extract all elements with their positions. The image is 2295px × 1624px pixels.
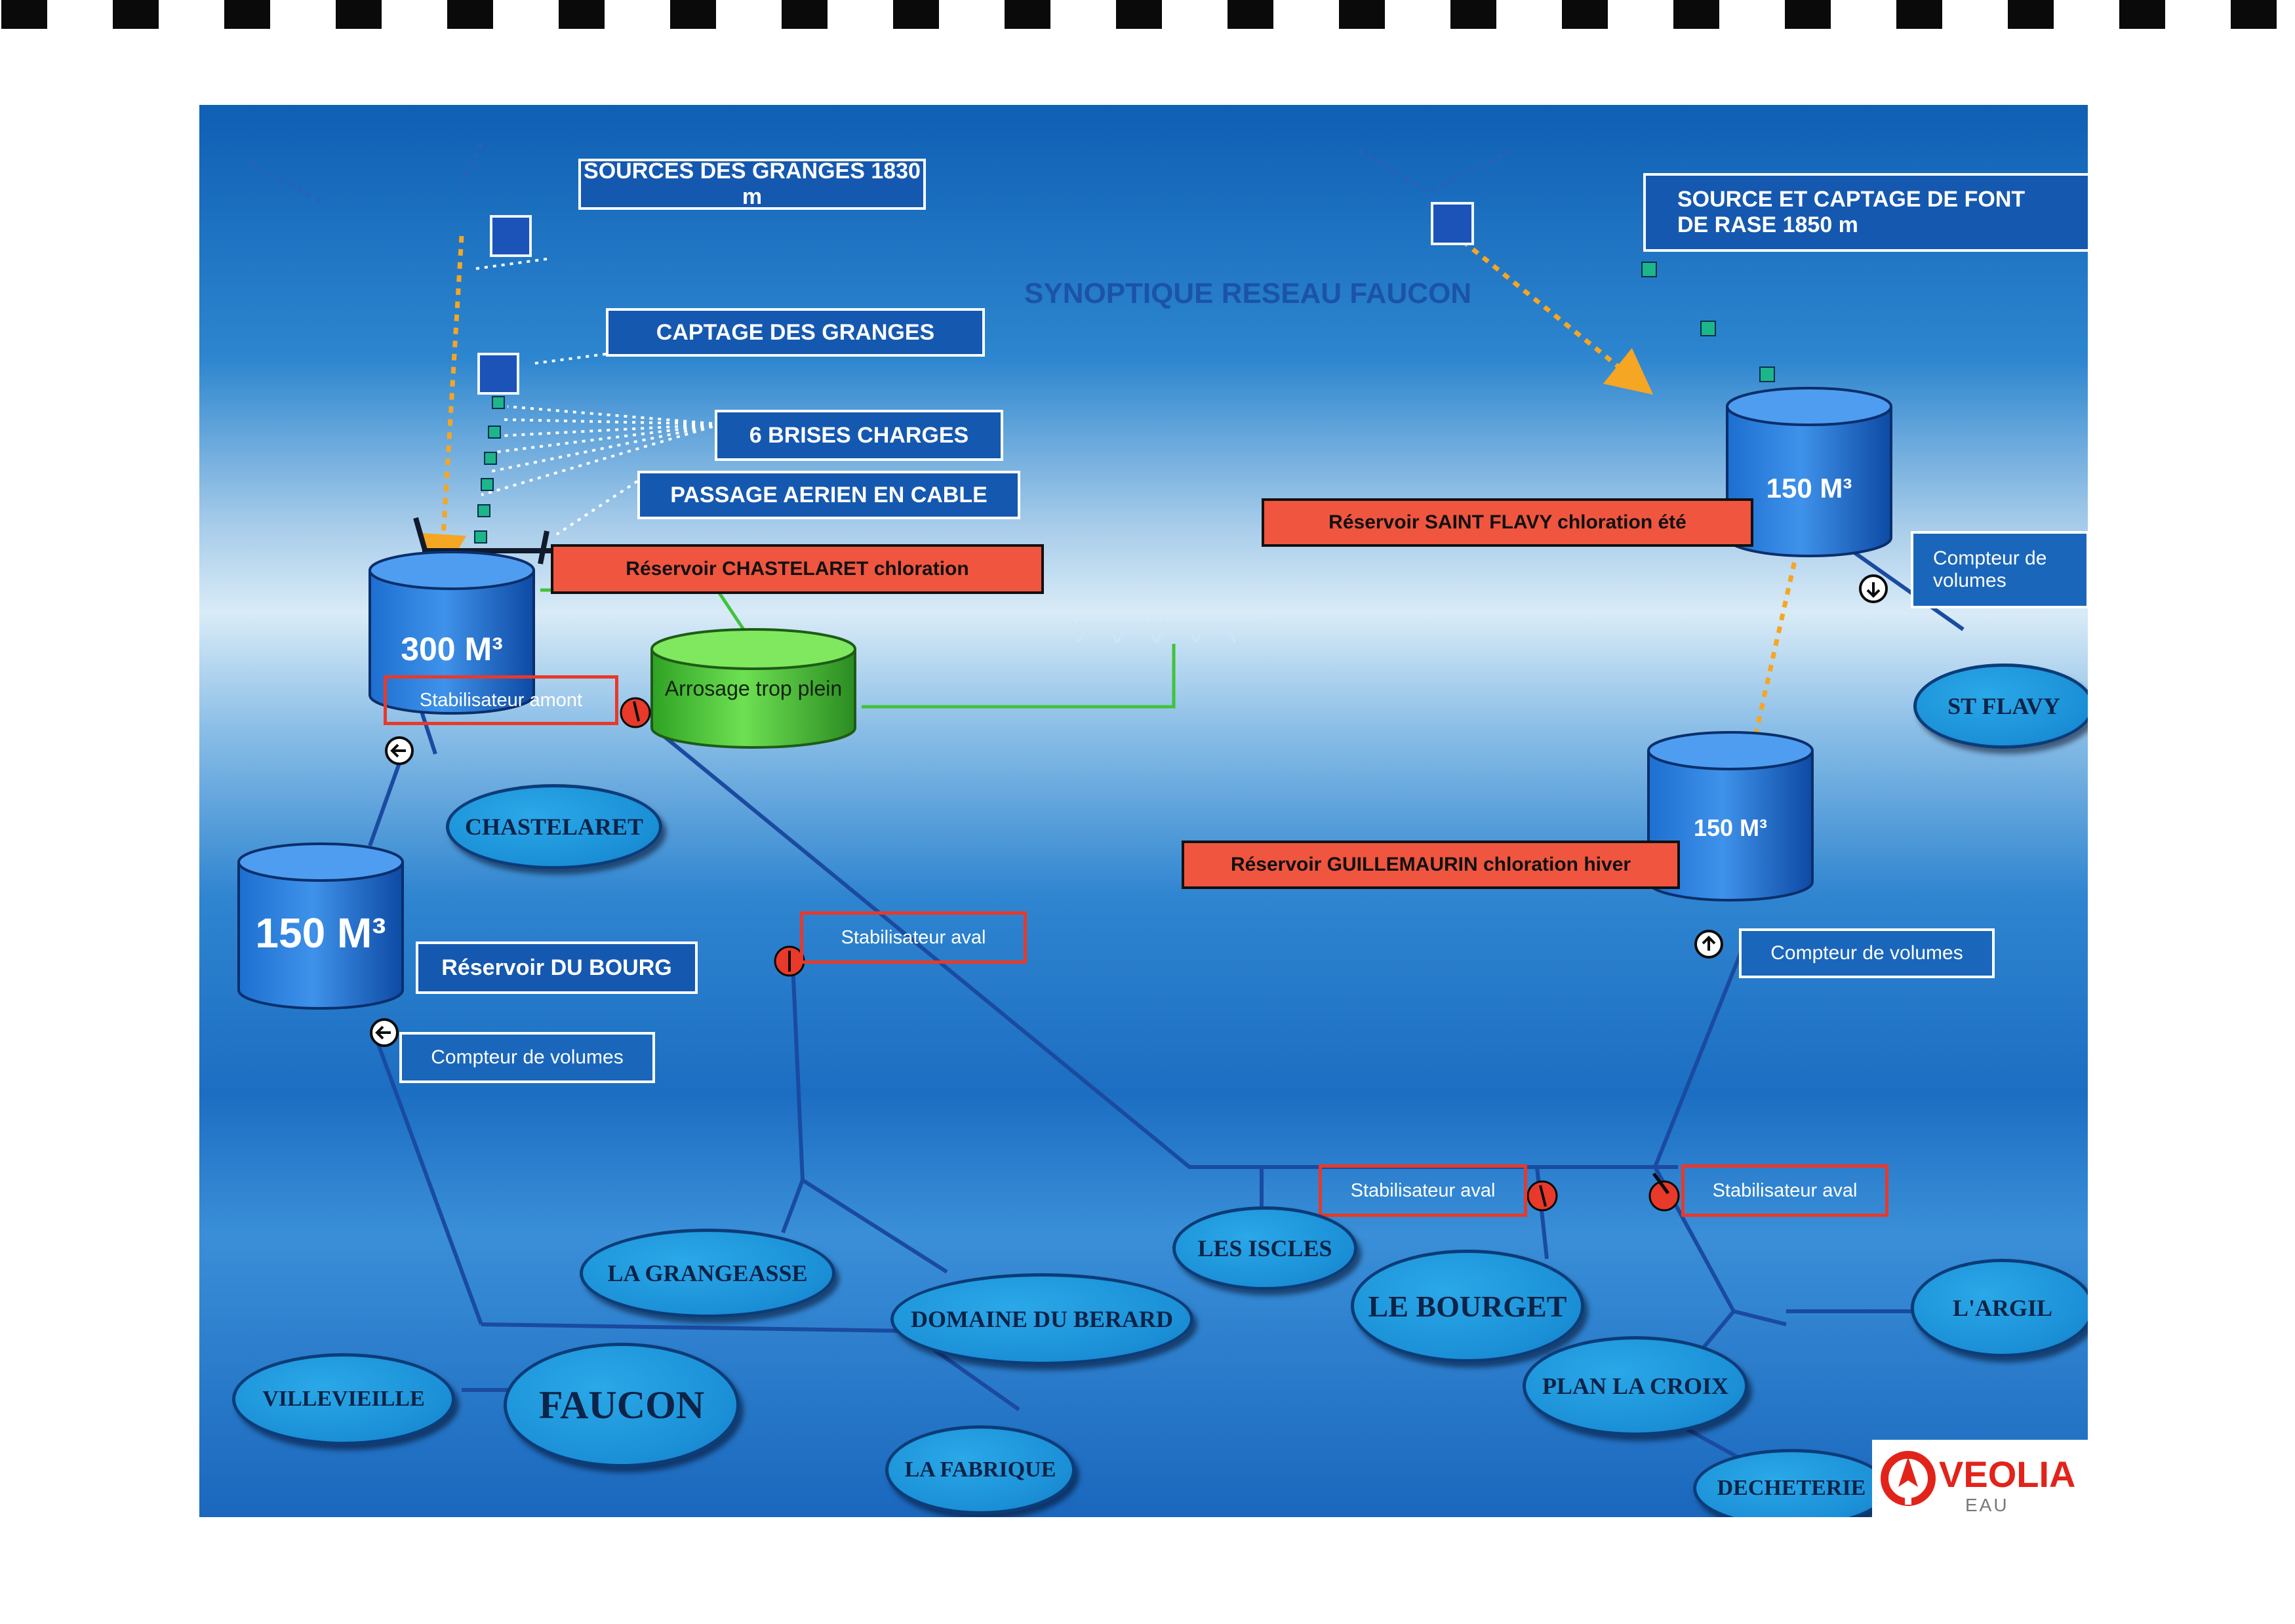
binding-hole: [1896, 0, 1942, 29]
place-plan-la-croix: PLAN LA CROIX: [1523, 1336, 1748, 1436]
tank-bourg: [237, 842, 404, 1010]
place-st-flavy: ST FLAVY: [1913, 663, 2088, 749]
binding-hole: [447, 0, 493, 29]
label-source-font-rase: SOURCE ET CAPTAGE DE FONT DE RASE 1850 m: [1643, 173, 2088, 252]
place-decheterie: DECHETERIE: [1693, 1449, 1890, 1517]
place-domaine-du-berard: DOMAINE DU BERARD: [890, 1273, 1193, 1365]
veolia-logo: VEOLIA EAU: [1872, 1440, 2088, 1520]
label-sources-granges: SOURCES DES GRANGES 1830 m: [578, 159, 926, 210]
place-chastelaret: CHASTELARET: [446, 784, 662, 869]
binding-hole: [1562, 0, 1608, 29]
veolia-logo-name: VEOLIA: [1939, 1454, 2076, 1495]
binding-hole: [1005, 0, 1050, 29]
binding-hole: [1227, 0, 1273, 29]
binding-hole: [2008, 0, 2054, 29]
veolia-logo-sub: EAU: [1965, 1495, 2009, 1515]
binding-hole: [1450, 0, 1496, 29]
valve-icons: [370, 574, 1888, 1212]
label-stabilisateur-aval: Stabilisateur aval: [1319, 1164, 1527, 1217]
source-boxes: [477, 202, 1474, 395]
overflow-pipes: [540, 588, 1176, 709]
binding-hole: [1, 0, 47, 29]
place-la-fabrique: LA FABRIQUE: [885, 1425, 1075, 1515]
binding-hole: [2119, 0, 2165, 29]
place-villevieille: VILLEVIEILLE: [232, 1353, 455, 1445]
label-stabilisateur-aval: Stabilisateur aval: [1681, 1164, 1888, 1217]
place-l-argil: L'ARGIL: [1911, 1259, 2088, 1357]
label-stabilisateur-aval: Stabilisateur aval: [800, 911, 1027, 964]
label-compteur-guillemaurin: Compteur de volumes: [1739, 928, 1995, 978]
label-captage-granges: CAPTAGE DES GRANGES: [606, 308, 985, 357]
veolia-logo-icon: [1881, 1451, 1936, 1506]
tank-arrosage-label: Arrosage trop plein: [664, 676, 843, 700]
binding-hole: [113, 0, 159, 29]
tank-guillemaurin-capacity: 150 M³: [1693, 814, 1768, 841]
place-le-bourget: LE BOURGET: [1351, 1250, 1584, 1362]
binding-hole: [559, 0, 605, 29]
label-compteur-saint-flavy: Compteur de volumes: [1911, 531, 2088, 608]
binding-hole: [670, 0, 716, 29]
place-la-grangeasse: LA GRANGEASSE: [580, 1229, 835, 1318]
tank-saint-flavy-capacity: 150 M³: [1766, 473, 1852, 504]
label-reservoir-saint-flavy: Réservoir SAINT FLAVY chloration été: [1262, 498, 1753, 547]
place-faucon: FAUCON: [504, 1343, 740, 1467]
label-passage-aerien: PASSAGE AERIEN EN CABLE: [637, 471, 1020, 519]
tank-bourg-capacity: 150 M³: [255, 909, 386, 957]
tank-chastelaret-capacity: 300 M³: [401, 631, 503, 667]
label-stabilisateur-amont: Stabilisateur amont: [384, 675, 618, 725]
binding-hole: [1673, 0, 1719, 29]
binding-hole: [2231, 0, 2277, 29]
label-leaders: [474, 258, 721, 536]
label-reservoir-guillemaurin: Réservoir GUILLEMAURIN chloration hiver: [1182, 841, 1680, 889]
binding-hole: [782, 0, 828, 29]
tank-guillemaurin: [1647, 731, 1814, 901]
label-brises-charges: 6 BRISES CHARGES: [715, 410, 1003, 461]
binding-hole: [893, 0, 939, 29]
binding-hole: [1116, 0, 1162, 29]
source-feeders: [250, 143, 1512, 205]
diagram-title: SYNOPTIQUE RESEAU FAUCON: [1024, 277, 1472, 309]
place-les-iscles: LES ISCLES: [1172, 1206, 1357, 1290]
binding-hole: [336, 0, 382, 29]
junction-markers: [474, 262, 1775, 544]
label-reservoir-bourg: Réservoir DU BOURG: [416, 941, 698, 994]
sprinkler-arcs: [1071, 622, 1262, 643]
tank-arrosage: [650, 628, 856, 749]
binding-hole: [1785, 0, 1831, 29]
binding-hole: [224, 0, 270, 29]
binding-strip: [0, 0, 2295, 39]
label-compteur-bourg: Compteur de volumes: [399, 1032, 655, 1083]
network-diagram: SYNOPTIQUE RESEAU FAUCON SOURCES DES GRA…: [199, 105, 2088, 1517]
binding-hole: [1339, 0, 1385, 29]
label-reservoir-chastelaret: Réservoir CHASTELARET chloration: [551, 544, 1044, 594]
